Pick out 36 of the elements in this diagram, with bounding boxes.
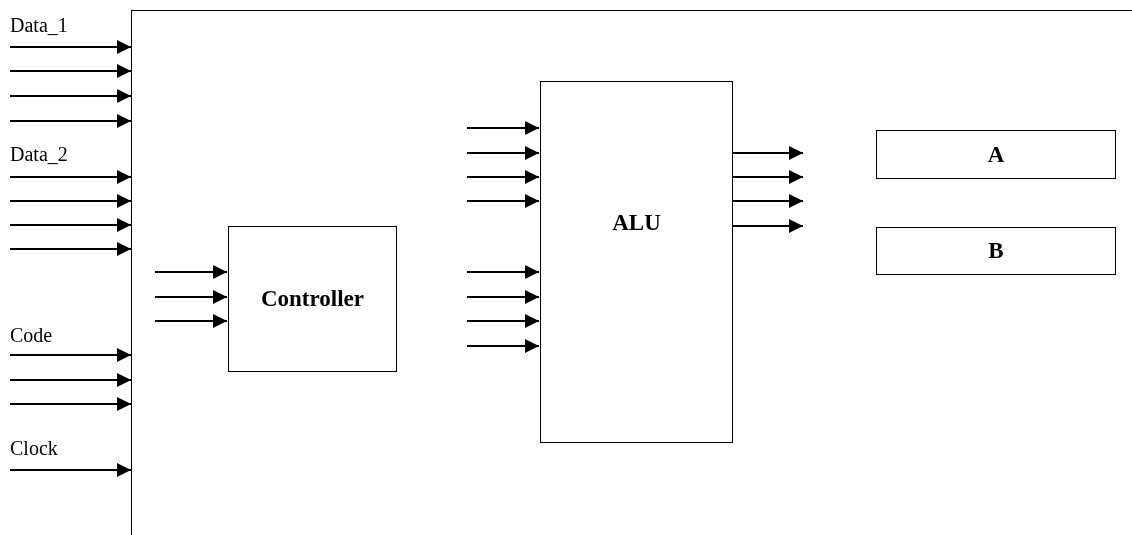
arrow — [466, 146, 540, 160]
arrow — [9, 194, 132, 208]
arrow — [466, 314, 540, 328]
register-box: B — [876, 227, 1116, 275]
arrow — [154, 265, 228, 279]
arrow — [9, 373, 132, 387]
arrow — [9, 348, 132, 362]
arrow — [466, 194, 540, 208]
arrow — [9, 397, 132, 411]
arrow — [731, 146, 804, 160]
signal-label: Data_2 — [10, 144, 68, 164]
register-box: A — [876, 130, 1116, 179]
signal-label: Clock — [10, 438, 58, 458]
arrow — [9, 89, 132, 103]
arrow — [9, 64, 132, 78]
arrow — [9, 218, 132, 232]
arrow — [9, 242, 132, 256]
arrow — [466, 339, 540, 353]
signal-label: Data_1 — [10, 15, 68, 35]
arrow — [154, 290, 228, 304]
arrow — [466, 170, 540, 184]
alu-block: ALU — [540, 81, 733, 443]
arrow — [731, 170, 804, 184]
arrow — [466, 290, 540, 304]
controller-block: Controller — [228, 226, 397, 372]
arrow — [731, 219, 804, 233]
system-frame — [131, 10, 1132, 535]
arrow — [9, 463, 132, 477]
arrow — [9, 40, 132, 54]
arrow — [731, 194, 804, 208]
arrow — [9, 114, 132, 128]
arrow — [154, 314, 228, 328]
signal-label: Code — [10, 325, 53, 345]
arrow — [466, 121, 540, 135]
arrow — [466, 265, 540, 279]
arrow — [9, 170, 132, 184]
